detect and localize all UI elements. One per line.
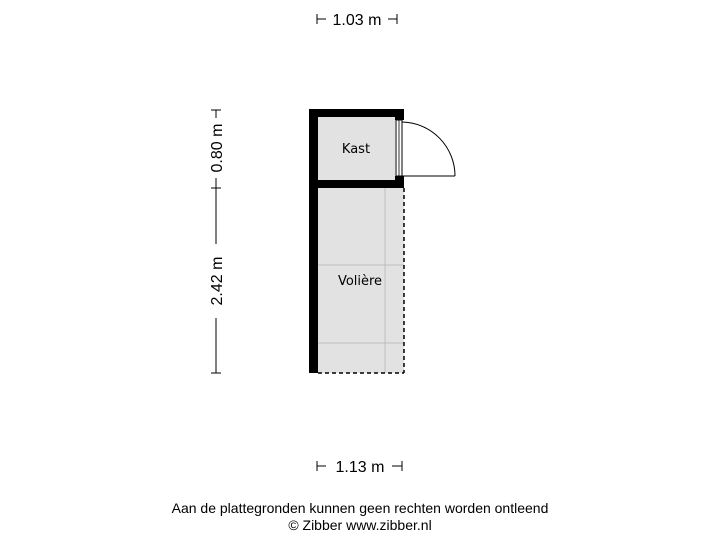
- top-width-label: 1.03 m: [333, 12, 382, 29]
- kast-door: [395, 119, 456, 177]
- room-label-kast: Kast: [342, 142, 370, 157]
- room-kast: Kast: [318, 117, 395, 180]
- left-dimension-upper: 0.80 m: [209, 109, 226, 188]
- walls: [309, 109, 404, 373]
- bottom-width-label: 1.13 m: [336, 459, 385, 476]
- left-dimension-lower: 2.42 m: [209, 187, 226, 374]
- room-voliere: Volière: [318, 188, 405, 374]
- lower-height-label: 2.42 m: [209, 257, 226, 306]
- top-dimension: 1.03 m: [316, 12, 398, 29]
- upper-height-label: 0.80 m: [209, 124, 226, 173]
- room-label-voliere: Volière: [338, 274, 382, 289]
- footer-disclaimer: Aan de plattegronden kunnen geen rechten…: [171, 500, 549, 516]
- footer-copyright: © Zibber www.zibber.nl: [288, 517, 432, 533]
- bottom-dimension: 1.13 m: [316, 459, 403, 476]
